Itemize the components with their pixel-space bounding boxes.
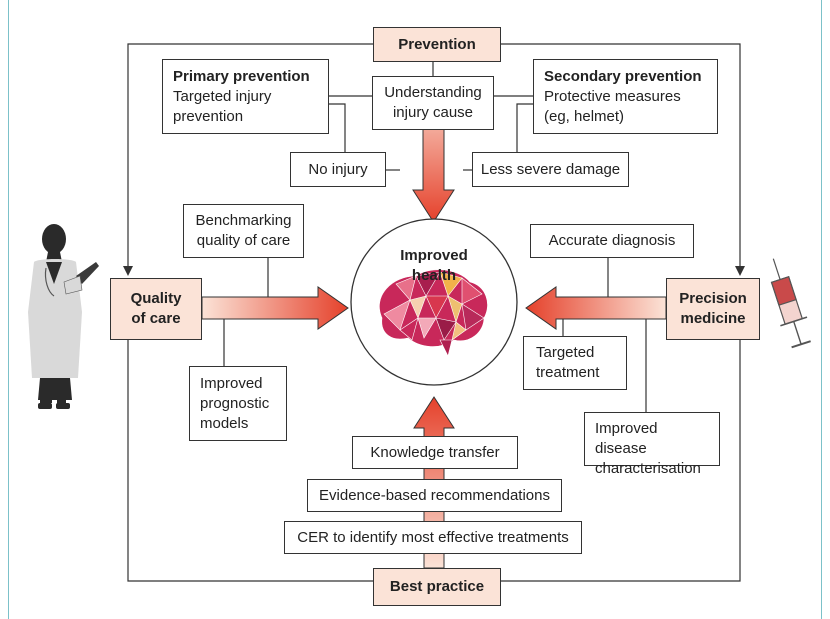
disease-line2: characterisation: [595, 460, 701, 477]
box-connectors: [223, 62, 647, 412]
evidence-label: Evidence-based recommendations: [319, 486, 550, 504]
quality-label-line1: Quality: [130, 290, 182, 307]
less-severe-damage-box: Less severe damage: [472, 152, 629, 187]
prognostic-line3: models: [200, 415, 249, 432]
cer-label: CER to identify most effective treatment…: [297, 528, 569, 546]
diagnosis-label: Accurate diagnosis: [548, 232, 676, 249]
disease-characterisation-box: Improved disease characterisation: [584, 412, 720, 477]
accurate-diagnosis-box: Accurate diagnosis: [530, 224, 694, 258]
primary-prevention-title: Primary prevention: [173, 68, 310, 85]
disease-line1: Improved disease: [595, 420, 658, 457]
center-title-line2: health: [411, 267, 457, 284]
knowledge-label: Knowledge transfer: [370, 443, 500, 461]
benchmarking-line1: Benchmarking: [195, 212, 292, 229]
prevention-hub: Prevention: [373, 27, 501, 62]
prevention-label: Prevention: [398, 35, 476, 53]
benchmarking-box: Benchmarking quality of care: [183, 204, 304, 258]
center-title-line1: Improved: [400, 247, 468, 264]
targeted-line1: Targeted: [536, 344, 595, 361]
precision-label-line1: Precision: [679, 290, 747, 307]
targeted-line2: treatment: [536, 364, 600, 381]
best-practice-hub: Best practice: [373, 568, 501, 606]
understanding-injury-box: Understanding injury cause: [372, 76, 494, 130]
arrow-from-quality: [201, 286, 349, 330]
quality-of-care-hub: Quality of care: [110, 278, 202, 340]
precision-medicine-hub: Precision medicine: [666, 278, 760, 340]
evidence-recommendations-box: Evidence-based recommendations: [307, 479, 562, 512]
primary-prevention-line2: prevention: [173, 108, 244, 125]
doctor-figure-icon: [28, 224, 99, 409]
primary-prevention-box: Primary prevention Targeted injury preve…: [162, 59, 329, 134]
understanding-line1: Understanding: [384, 84, 482, 101]
secondary-prevention-line1: Protective measures: [544, 88, 681, 105]
outer-loop-lines: [127, 43, 741, 582]
no-injury-label: No injury: [308, 160, 368, 178]
prognostic-line1: Improved: [200, 375, 263, 392]
no-injury-box: No injury: [290, 152, 386, 187]
secondary-prevention-box: Secondary prevention Protective measures…: [533, 59, 718, 134]
secondary-prevention-line2: (eg, helmet): [544, 108, 625, 125]
arrow-from-precision: [525, 286, 667, 330]
understanding-line2: injury cause: [392, 104, 474, 121]
secondary-prevention-title: Secondary prevention: [544, 68, 702, 85]
benchmarking-line2: quality of care: [196, 232, 291, 249]
figure-frame: [8, 0, 822, 619]
less-severe-label: Less severe damage: [480, 160, 621, 178]
primary-prevention-line1: Targeted injury: [173, 88, 272, 105]
best-practice-label: Best practice: [389, 578, 485, 595]
brain-icon: [379, 269, 488, 357]
cer-treatments-box: CER to identify most effective treatment…: [284, 521, 582, 554]
prognostic-line2: prognostic: [200, 395, 270, 412]
improved-health-title: Improved health: [384, 244, 484, 288]
knowledge-transfer-box: Knowledge transfer: [352, 436, 518, 469]
syringe-icon: [770, 258, 811, 349]
prognostic-models-box: Improved prognostic models: [189, 366, 287, 441]
targeted-treatment-box: Targeted treatment: [523, 336, 627, 390]
precision-label-line2: medicine: [680, 310, 746, 327]
quality-label-line2: of care: [131, 310, 181, 327]
